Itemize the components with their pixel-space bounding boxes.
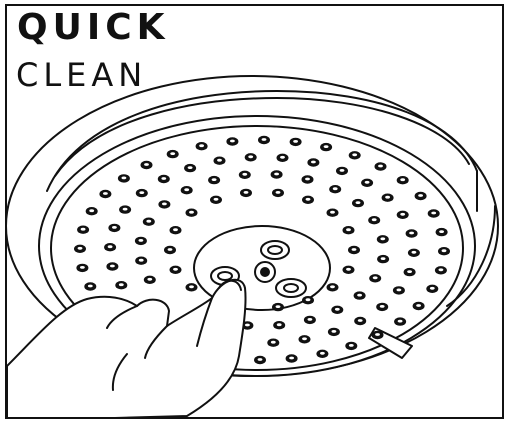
nozzle-highlight [146,220,151,223]
nozzle-highlight [230,140,235,143]
nozzle-highlight [139,191,144,194]
nozzle-highlight [330,211,335,214]
nozzle-highlight [311,161,316,164]
nozzle-highlight [80,266,85,269]
nozzle-highlight [244,191,249,194]
nozzle-highlight [365,181,370,184]
nozzle-highlight [123,208,128,211]
nozzle-highlight [88,285,93,288]
nozzle-highlight [400,213,405,216]
nozzle-highlight [147,278,152,281]
nozzle-highlight [358,319,363,322]
nozzle-highlight [170,152,175,155]
nozzle-highlight [308,318,313,321]
nozzle-highlight [409,232,414,235]
nozzle-highlight [248,155,253,158]
nozzle-highlight [139,259,144,262]
nozzle-highlight [412,251,417,254]
nozzle-highlight [108,245,113,248]
nozzle-highlight [333,187,338,190]
nozzle-highlight [407,270,412,273]
nozzle-highlight [258,358,263,361]
nozzle-highlight [335,308,340,311]
nozzle-highlight [375,333,380,336]
nozzle-highlight [306,298,311,301]
nozzle-highlight [110,265,115,268]
nozzle-highlight [173,228,178,231]
nozzle-highlight [217,159,222,162]
nozzle-highlight [214,198,219,201]
nozzle-highlight [357,294,362,297]
heading-clean: CLEAN [16,58,147,93]
nozzle-highlight [162,203,167,206]
nozzle-highlight [293,140,298,143]
nozzle-highlight [442,249,447,252]
nozzle-highlight [280,156,285,159]
nozzle-highlight [184,188,189,191]
nozzle-highlight [352,153,357,156]
nozzle-highlight [188,166,193,169]
nozzle-highlight [122,177,127,180]
nozzle-highlight [439,230,444,233]
nozzle-highlight [242,173,247,176]
nozzle-highlight [380,237,385,240]
nozzle-highlight [346,228,351,231]
nozzle-highlight [352,248,357,251]
nozzle-highlight [439,268,444,271]
nozzle-highlight [81,228,86,231]
nozzle-highlight [276,191,281,194]
nozzle-highlight [168,248,173,251]
nozzle-highlight [78,247,83,250]
nozzle-highlight [306,198,311,201]
nozzle-highlight [89,209,94,212]
instruction-panel: QUICK CLEAN [5,4,504,419]
nozzle-highlight [332,330,337,333]
nozzle-highlight [112,226,117,229]
nozzle-highlight [277,323,282,326]
nozzle-highlight [330,285,335,288]
nozzle-highlight [398,320,403,323]
nozzle-highlight [356,201,361,204]
nozzle-highlight [245,324,250,327]
nozzle-highlight [302,337,307,340]
nozzle-highlight [380,305,385,308]
nozzle-highlight [430,287,435,290]
nozzle-highlight [349,344,354,347]
nozzle-highlight [144,163,149,166]
nozzle-highlight [397,289,402,292]
nozzle-highlight [381,257,386,260]
nozzle-highlight [372,218,377,221]
nozzle-highlight [103,192,108,195]
nozzle-highlight [139,239,144,242]
nozzle-highlight [189,211,194,214]
nozzle-highlight [400,178,405,181]
nozzle-highlight [274,173,279,176]
nozzle-highlight [212,178,217,181]
nozzle-highlight [378,165,383,168]
nozzle-highlight [189,285,194,288]
nozzle-highlight [346,268,351,271]
nozzle-highlight [289,357,294,360]
heading-quick: QUICK [17,8,170,48]
nozzle-highlight [320,352,325,355]
nozzle-highlight [324,145,329,148]
nozzle-highlight [161,177,166,180]
nozzle-highlight [385,196,390,199]
nozzle-highlight [262,138,267,141]
nozzle-highlight [119,283,124,286]
nozzle-highlight [340,169,345,172]
nozzle-highlight [416,304,421,307]
nozzle-highlight [373,276,378,279]
nozzle-highlight [173,268,178,271]
nozzle-highlight [271,341,276,344]
nozzle-highlight [418,194,423,197]
nozzle-highlight [431,212,436,215]
nozzle-highlight [199,144,204,147]
nozzle-highlight [276,305,281,308]
nozzle-highlight [305,178,310,181]
